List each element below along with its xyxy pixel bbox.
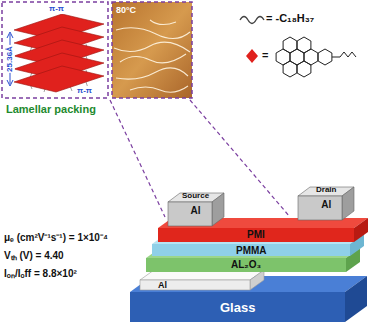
afm-image (112, 2, 192, 98)
drain-electrode: DrainAl (316, 185, 336, 211)
pmi-core-symbol (246, 49, 258, 63)
ring (283, 61, 297, 77)
ring (318, 49, 332, 65)
layer-label: PMMA (236, 245, 267, 256)
layer-front (152, 244, 350, 256)
threshold-value: Vₜₕ (V) = 4.40 (4, 250, 64, 262)
interaction-label: π-π (76, 86, 93, 96)
source-electrode: SourceAl (182, 191, 209, 217)
electrode-label: Source (182, 191, 209, 201)
layer-label: Glass (220, 300, 255, 315)
layer-front (158, 228, 354, 242)
zoom-line (110, 100, 165, 217)
layer-side (250, 270, 264, 290)
layer-front (140, 280, 250, 290)
perylene-structure (276, 37, 356, 77)
layer-side (345, 276, 367, 322)
ring (297, 61, 311, 77)
layer-front (130, 292, 345, 322)
electrode-front (298, 196, 342, 220)
legend-text: = -C₁₈H₃₇ (266, 12, 314, 25)
layer-side (354, 218, 368, 242)
afm-streaks (114, 20, 190, 92)
metal-label: Al (316, 199, 336, 211)
alkyl-symbol (240, 17, 264, 24)
electrode-side (212, 193, 224, 226)
on-off-ratio: Iₒₙ/Iₒff = 8.8×10² (4, 268, 77, 280)
packing-caption: Lamellar packing (6, 103, 96, 116)
inset-frame (2, 2, 108, 98)
layer-label: Al (158, 280, 167, 290)
glass-layer (130, 276, 367, 322)
gate-electrode: Al (158, 280, 167, 290)
streak (114, 42, 190, 52)
legend-text: = (262, 49, 268, 62)
inset-frame (112, 2, 192, 98)
semiconductor-layer: PMI (247, 229, 265, 241)
electrode-side (342, 187, 354, 220)
mobility-value: μₑ (cm²V⁻¹s⁻¹) = 1×10⁻⁴ (4, 232, 108, 244)
streak (116, 28, 190, 39)
streak (116, 68, 188, 79)
layer-label: AL₂O₃ (231, 259, 261, 271)
spacing-dimension: 25.36Å (5, 45, 15, 73)
gate-layer (140, 270, 264, 290)
streak (150, 20, 176, 25)
interaction-label: π-π (48, 4, 65, 14)
metal-label: Al (182, 205, 209, 217)
electrode-front (168, 202, 212, 226)
temperature-label: 80°C (116, 5, 136, 16)
alkyl-tail (332, 52, 356, 57)
layer-label: PMI (247, 229, 265, 241)
substrate-layer: Glass (220, 300, 255, 315)
dielectric-layer: PMMA (236, 245, 267, 256)
layer-front (146, 258, 346, 272)
streak (120, 54, 186, 63)
electrode-label: Drain (316, 185, 336, 195)
dielectric-layer: AL₂O₃ (231, 259, 261, 271)
pmi-sheets (14, 14, 104, 92)
streak (130, 86, 188, 92)
